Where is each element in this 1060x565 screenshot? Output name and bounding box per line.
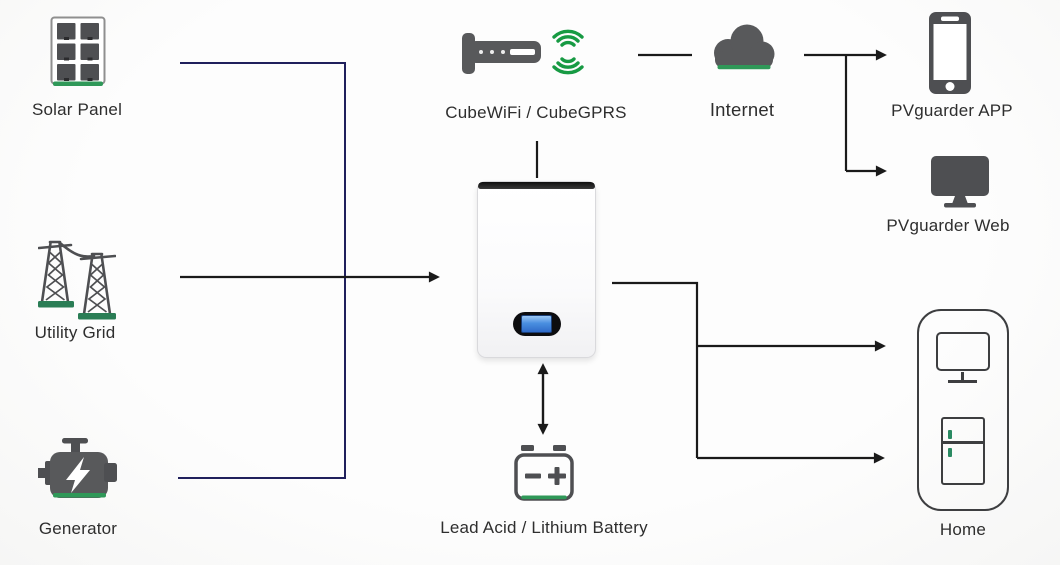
home-label: Home xyxy=(939,520,987,539)
utility-grid-icon xyxy=(38,240,116,320)
home-fridge-handle-bottom xyxy=(948,448,952,457)
cubewifi-router-icon xyxy=(462,29,584,75)
internet-cloud-icon xyxy=(714,24,775,70)
pvguarder-app-label: PVguarder APP xyxy=(891,101,1013,120)
pvguarder-web-monitor-icon xyxy=(931,156,989,208)
pvguarder-app-phone-icon xyxy=(929,12,971,94)
home-fridge-handle-top xyxy=(948,430,952,439)
home-fridge-icon xyxy=(941,417,985,485)
solar-panel-icon xyxy=(50,16,106,86)
inverter-unit xyxy=(477,181,596,358)
inverter-top-strip xyxy=(478,182,595,189)
home-tv-icon xyxy=(936,332,990,371)
internet-label: Internet xyxy=(709,99,775,120)
inverter-display xyxy=(512,312,561,336)
inverter-lcd-screen xyxy=(521,315,552,333)
edge-solar-generator-to-inverter xyxy=(178,62,346,479)
home-fridge-divider xyxy=(943,441,983,444)
wifi-waves-icon xyxy=(552,29,584,75)
generator-icon xyxy=(38,438,117,498)
battery-icon xyxy=(514,445,574,501)
solar-panel-label: Solar Panel xyxy=(31,100,123,119)
edge-inverter-to-home-trunk xyxy=(612,281,699,458)
home-tv-stand xyxy=(961,372,964,380)
battery-label: Lead Acid / Lithium Battery xyxy=(440,518,648,537)
cubewifi-label: CubeWiFi / CubeGPRS xyxy=(445,103,627,122)
generator-label: Generator xyxy=(38,519,118,538)
pvguarder-web-label: PVguarder Web xyxy=(886,216,1010,235)
home-box xyxy=(917,309,1009,511)
home-tv-base xyxy=(948,380,977,383)
utility-grid-label: Utility Grid xyxy=(34,323,116,342)
